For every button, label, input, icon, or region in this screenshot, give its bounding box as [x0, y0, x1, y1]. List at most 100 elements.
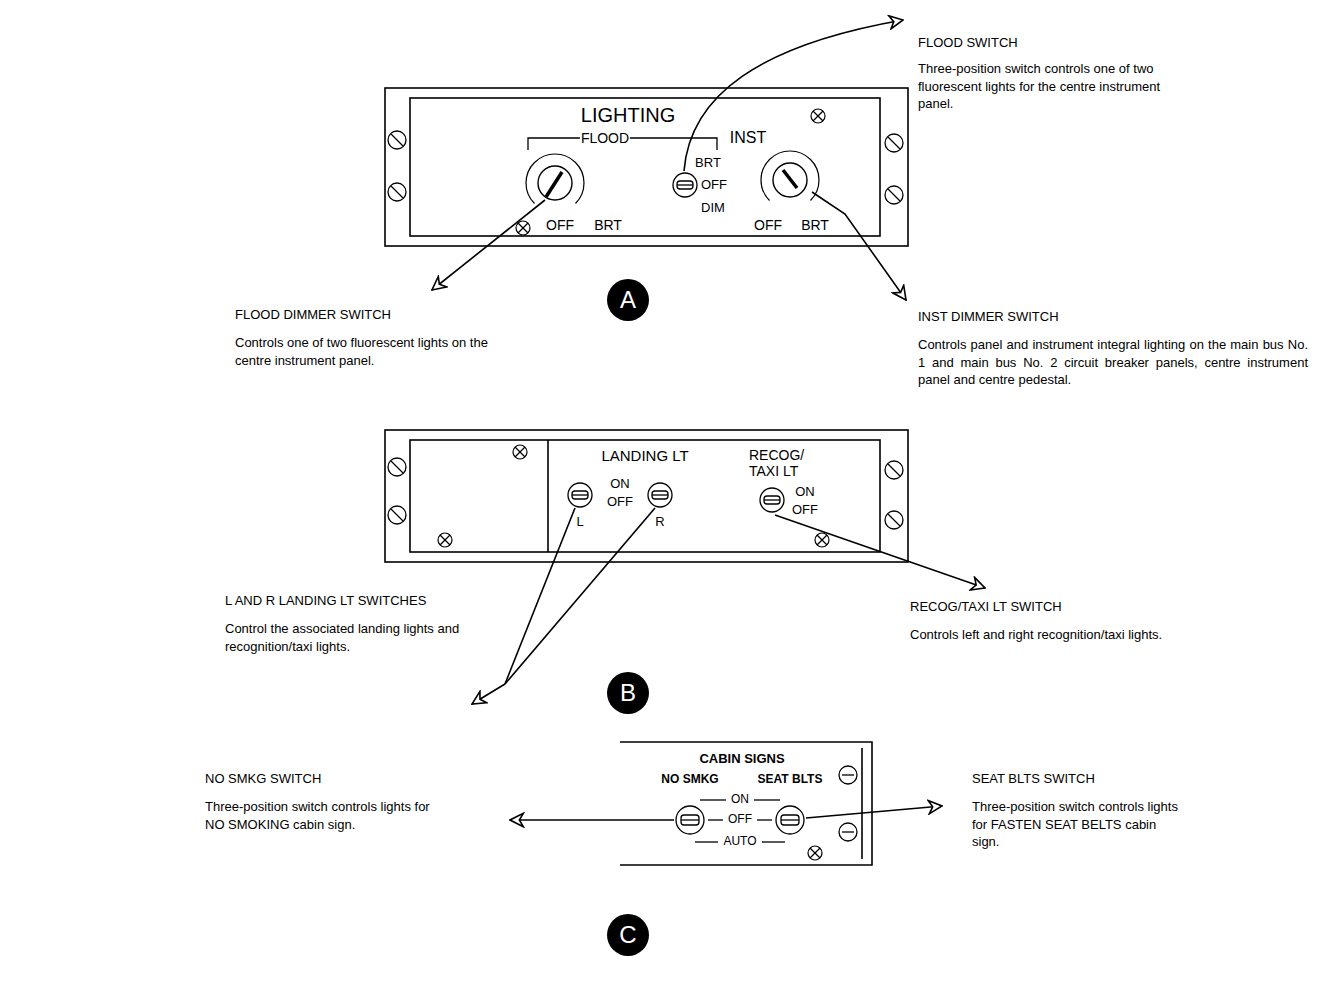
- cross-screw: [810, 848, 820, 858]
- panel-marking: AUTO: [722, 835, 757, 849]
- panel-outline: [547, 440, 549, 552]
- panel-outline: [385, 88, 908, 246]
- slot-screw: [388, 506, 406, 524]
- toggle-switch: [676, 806, 804, 834]
- toggle-switch: [681, 819, 699, 820]
- figure-letter: A: [607, 279, 649, 321]
- figure-letter-text: A: [619, 286, 637, 314]
- callout-title: RECOG/TAXI LT SWITCH: [910, 598, 1062, 616]
- panel-marking: FLOOD: [580, 130, 630, 146]
- toggle-switch: [572, 494, 588, 495]
- leader-arrow: [432, 200, 545, 290]
- cross-screw: [810, 848, 820, 858]
- light-switch-panel: LANDING LTONOFFLRRECOG/ TAXI LTONOFF: [385, 430, 908, 562]
- slot-screw: [842, 831, 854, 832]
- callout-title: NO SMKG SWITCH: [205, 770, 321, 788]
- panel-marking: L: [575, 515, 584, 530]
- leader-arrow: [432, 20, 985, 820]
- callout-text: Controls panel and instrument integral l…: [918, 336, 1308, 389]
- cross-screw: [438, 445, 829, 547]
- callout-text: Controls left and right recognition/taxi…: [910, 626, 1305, 644]
- figure-letter: B: [607, 672, 649, 714]
- lighting-panel: LIGHTINGFLOODINSTBRTOFFDIMOFFBRTOFFBRT: [385, 88, 908, 246]
- callout-title: L AND R LANDING LT SWITCHES: [225, 592, 426, 610]
- panel-outline: [620, 742, 872, 865]
- panel-marking: ON: [794, 485, 816, 500]
- cross-screw: [516, 109, 825, 235]
- cross-screw: [811, 109, 825, 123]
- toggle-switch: [673, 173, 697, 197]
- callout-title: FLOOD SWITCH: [918, 34, 1018, 52]
- panel-marking: DIM: [700, 201, 726, 216]
- toggle-switch: [776, 806, 804, 834]
- leader-arrow: [505, 508, 655, 684]
- cross-screw: [440, 535, 450, 545]
- panel-marking: LIGHTING: [580, 104, 676, 127]
- slot-screw: [842, 774, 854, 775]
- toggle-switch: [781, 819, 799, 820]
- panel-outline: [410, 440, 880, 552]
- slot-screw: [888, 514, 900, 526]
- cross-screw: [516, 221, 530, 235]
- panel-marking: ON: [730, 793, 750, 807]
- toggle-switch: [572, 491, 588, 499]
- toggle-switch: [760, 488, 784, 512]
- slot-screw: [391, 461, 403, 473]
- cross-screw: [813, 111, 823, 121]
- cross-screw: [808, 846, 822, 860]
- panel-outline: [385, 88, 908, 246]
- callout-text: Controls one of two fluorescent lights o…: [235, 334, 500, 369]
- figure-letter-text: C: [618, 921, 637, 949]
- leader-arrow: [472, 684, 505, 704]
- cabin-signs-panel: CABIN SIGNSNO SMKGSEAT BLTSONOFFAUTO: [620, 742, 872, 865]
- position-dash: [695, 841, 718, 842]
- cross-screw: [440, 535, 450, 545]
- toggle-switch: [648, 483, 672, 507]
- cross-screw: [438, 533, 452, 547]
- slot-screw: [388, 131, 406, 149]
- callout-text: Three-position switch controls one of tw…: [918, 60, 1168, 113]
- panel-marking: RECOG/ TAXI LT: [748, 447, 816, 479]
- panel-outline: [385, 430, 908, 562]
- slot-screw: [885, 186, 903, 204]
- slot-screw: [839, 766, 857, 784]
- leader-arrow: [812, 192, 906, 300]
- toggle-switch: [677, 184, 693, 185]
- cross-screw: [817, 535, 827, 545]
- slot-screw: [888, 464, 900, 476]
- panel-marking: NO SMKG: [660, 773, 719, 787]
- panel-marking: OFF: [727, 813, 753, 827]
- panel-marking: OFF: [753, 217, 783, 233]
- panel-marking: BRT: [593, 217, 623, 233]
- position-dash: [757, 819, 772, 820]
- position-dash: [708, 819, 723, 820]
- dimmer-knob: [546, 172, 562, 197]
- toggle-switch: [676, 806, 704, 834]
- leader-arrow: [806, 806, 942, 818]
- toggle-switch: [764, 499, 780, 500]
- slot-screw: [391, 186, 403, 198]
- callout-title: FLOOD DIMMER SWITCH: [235, 306, 391, 324]
- toggle-switch: [673, 173, 697, 197]
- cross-screw: [813, 111, 823, 121]
- slot-screw: [839, 823, 857, 841]
- slot-screw: [839, 766, 857, 841]
- position-dash: [700, 799, 726, 800]
- dimmer-knob: [783, 170, 797, 188]
- slot-screw: [388, 458, 406, 476]
- toggle-switch: [568, 483, 784, 512]
- panel-marking: R: [654, 515, 665, 530]
- leader-arrow: [505, 508, 575, 684]
- slot-screw: [885, 461, 903, 479]
- slot-screw: [888, 137, 900, 149]
- panel-marking: ON: [609, 477, 631, 492]
- leader-arrow: [775, 515, 985, 588]
- figure-letter: C: [607, 914, 649, 956]
- leader-arrow: [684, 20, 903, 171]
- toggle-switch: [568, 483, 592, 507]
- cross-screw: [808, 846, 822, 860]
- leader-arrow: [510, 819, 674, 821]
- panel-marking: OFF: [700, 178, 728, 193]
- callout-text: Three-position switch controls lights fo…: [972, 798, 1187, 851]
- dimmer-knob: [538, 166, 572, 200]
